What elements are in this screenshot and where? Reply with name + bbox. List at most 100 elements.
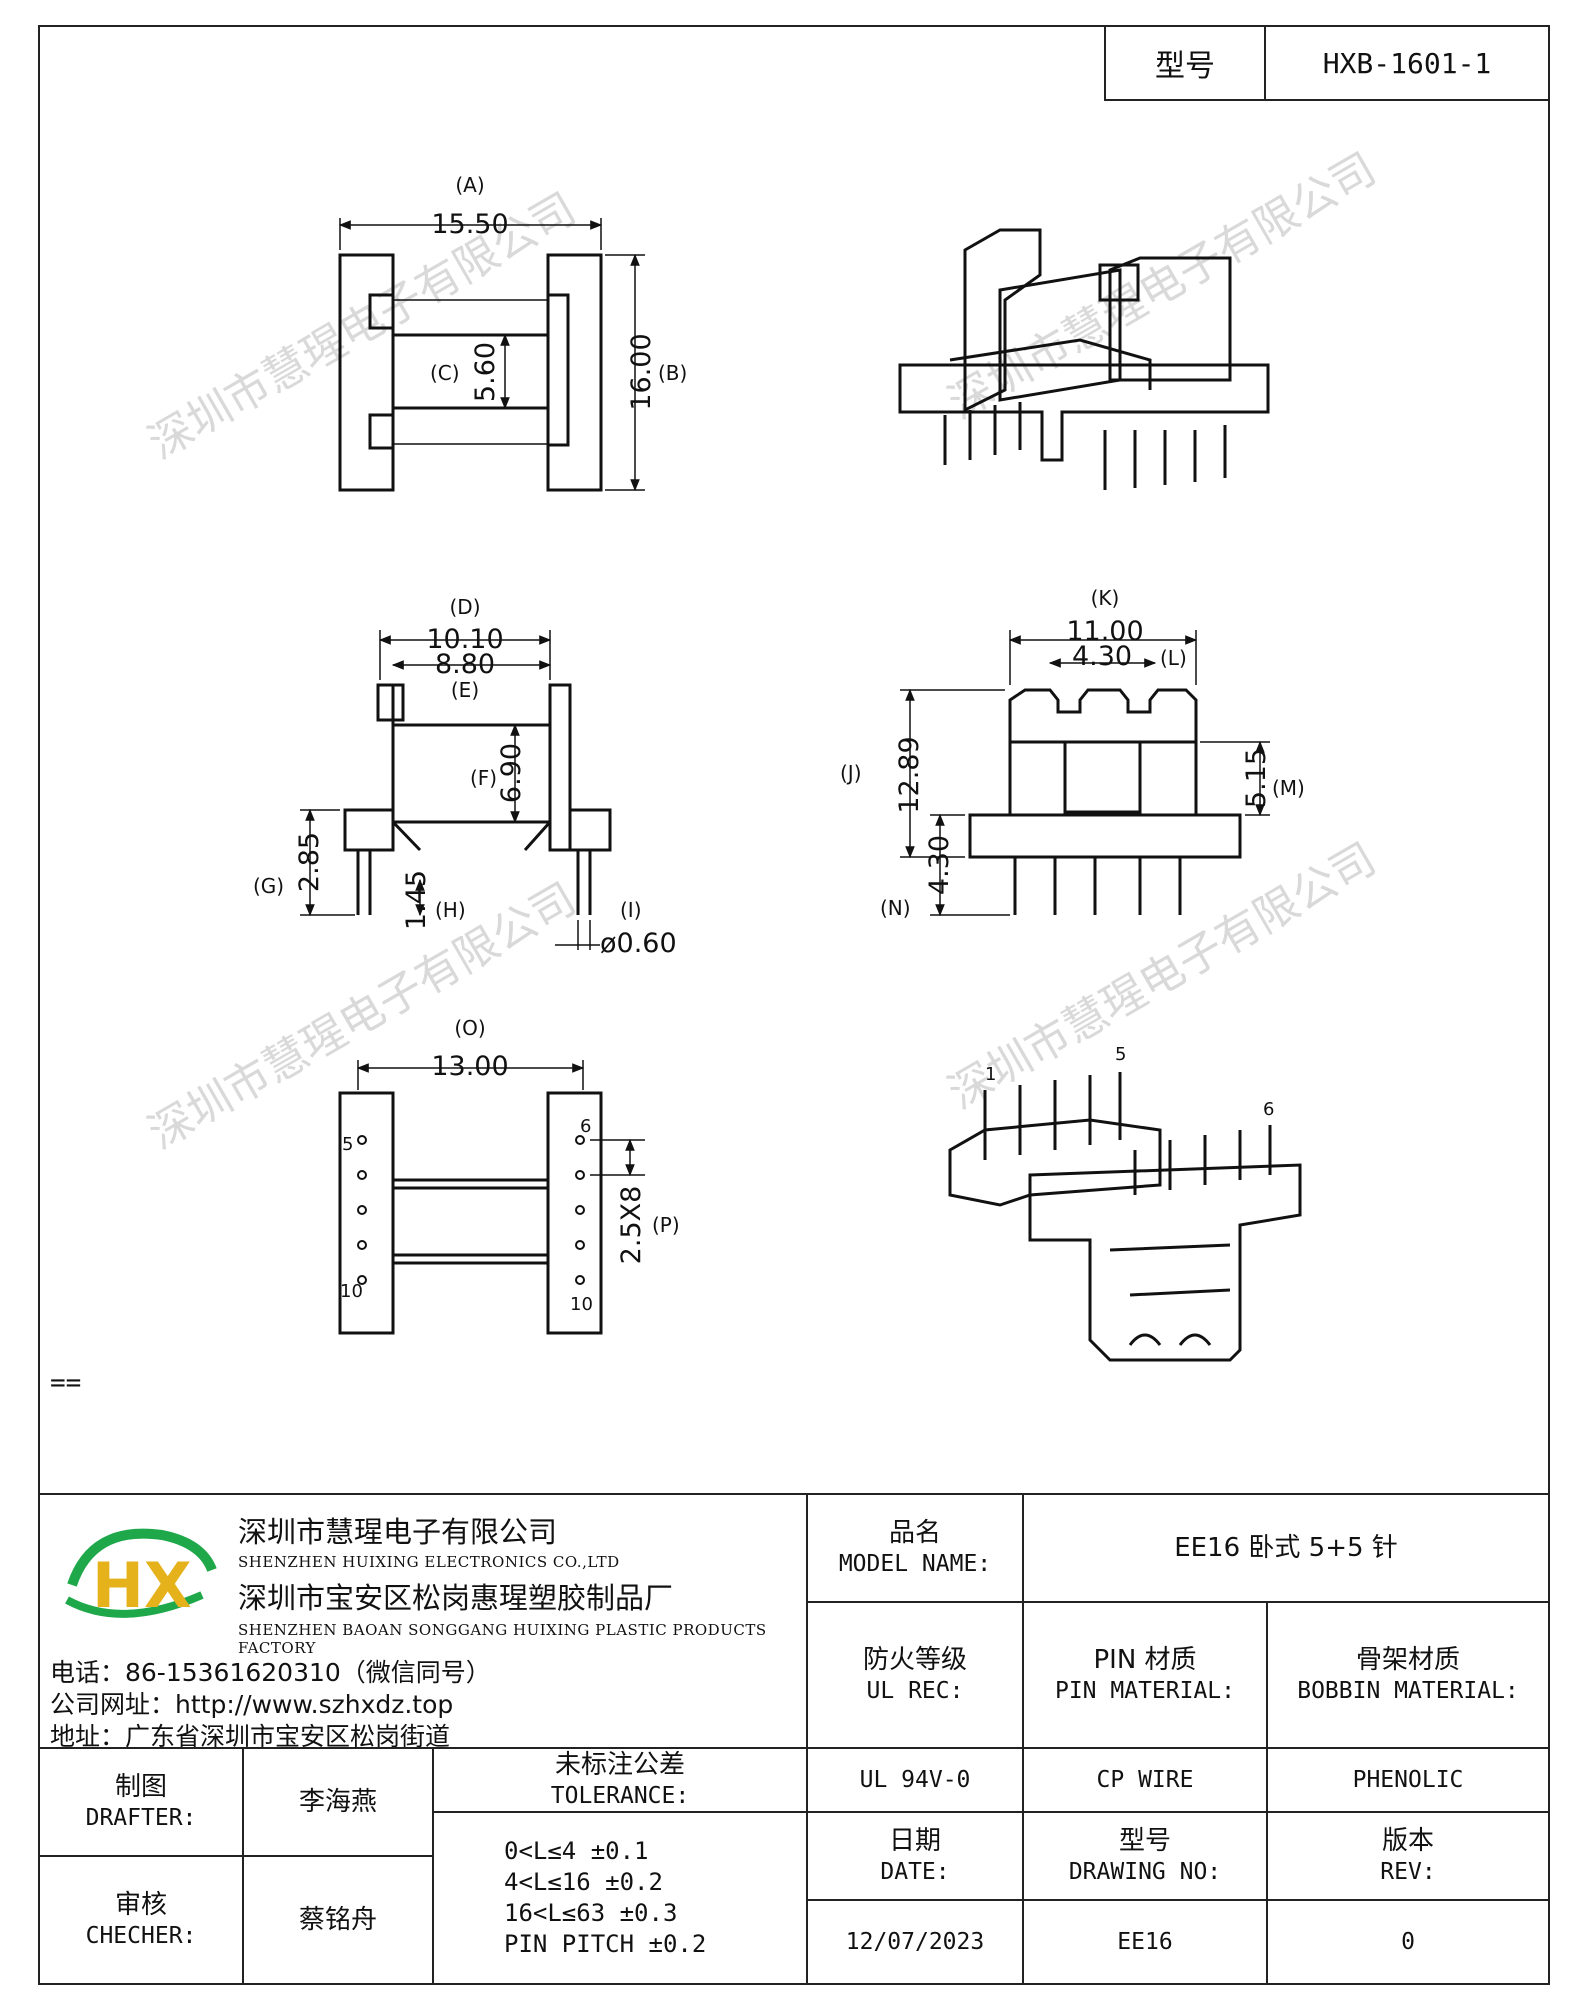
- checker-cn: 审核: [114, 1890, 167, 1921]
- model-name-label-cell: 品名 MODEL NAME:: [806, 1493, 1024, 1603]
- rev-en: REV:: [1380, 1858, 1436, 1885]
- dim-e-value: 8.80: [435, 649, 495, 680]
- dim-k-label: (K): [1091, 586, 1120, 610]
- iso-pin-label-6: 6: [1263, 1099, 1274, 1120]
- watermark: 深圳市慧瑆电子有限公司: [940, 143, 1385, 429]
- company-address: 地址：广东省深圳市宝安区松岗街道: [50, 1722, 451, 1751]
- drafter-label-cell: 制图 DRAFTER:: [38, 1747, 244, 1857]
- model-number-box: 型号 HXB-1601-1: [1104, 25, 1550, 101]
- dim-n-value: 4.30: [924, 835, 955, 895]
- date-value-cell: 12/07/2023: [806, 1899, 1024, 1985]
- ul-rec-en: UL REC:: [866, 1677, 964, 1704]
- bobbin-material-cn: 骨架材质: [1355, 1645, 1460, 1676]
- pin-material-value: CP WIRE: [1096, 1766, 1194, 1793]
- factory-name-cn: 深圳市宝安区松岗惠瑆塑胶制品厂: [238, 1581, 674, 1615]
- model-name-value: EE16 卧式 5+5 针: [1174, 1532, 1398, 1563]
- watermark: 深圳市慧瑆电子有限公司: [140, 183, 585, 469]
- tolerance-line: PIN PITCH ±0.2: [504, 1930, 707, 1959]
- dim-k-value: 11.00: [1066, 616, 1143, 647]
- company-website[interactable]: 公司网址：http://www.szhxdz.top: [50, 1690, 454, 1719]
- model-name-value-cell: EE16 卧式 5+5 针: [1022, 1493, 1550, 1603]
- iso-pin-labels: 1 5 6: [985, 1044, 1274, 1120]
- drawing-no-cn: 型号: [1118, 1826, 1171, 1857]
- iso-pin-label-5: 5: [1115, 1044, 1126, 1065]
- dim-o-label: (O): [454, 1016, 485, 1040]
- rev-value: 0: [1401, 1928, 1415, 1955]
- drafter-cn: 制图: [114, 1772, 167, 1803]
- dim-g-value: 2.85: [294, 832, 325, 892]
- dim-l-label: (L): [1160, 646, 1187, 670]
- iso-view-top: [898, 228, 1270, 490]
- front-view: [343, 683, 612, 915]
- dim-j-value: 12.89: [894, 736, 925, 813]
- dim-c-label: (C): [430, 361, 460, 385]
- dim-f-label: (F): [470, 766, 497, 790]
- model-label: 型号: [1106, 27, 1266, 99]
- dim-n-label: (N): [880, 896, 911, 920]
- iso-pin-label-1: 1: [985, 1064, 996, 1085]
- page-marker: ==: [50, 1368, 82, 1398]
- date-en: DATE:: [880, 1858, 950, 1885]
- tolerance-en: TOLERANCE:: [550, 1782, 690, 1809]
- bottom-view-dims: [356, 1060, 645, 1177]
- model-name-cn: 品名: [888, 1518, 941, 1549]
- tolerance-line: 0<L≤4 ±0.1: [504, 1836, 649, 1865]
- dim-d-value: 10.10: [426, 624, 503, 655]
- bottom-view-labels: (O) 13.00 2.5X8 (P) 5 6 10 10: [340, 1016, 680, 1315]
- checker-label-cell: 审核 CHECHER:: [38, 1855, 244, 1985]
- tolerance-line: 16<L≤63 ±0.3: [504, 1899, 678, 1927]
- iso-view-bottom: [948, 1072, 1302, 1362]
- watermark: 深圳市慧瑆电子有限公司: [140, 873, 585, 1159]
- dim-a-value: 15.50: [431, 209, 508, 240]
- dim-p-label: (P): [652, 1213, 680, 1237]
- side-view: [968, 688, 1242, 915]
- pin-label-6: 6: [580, 1116, 591, 1137]
- drawing-no-label-cell: 型号 DRAWING NO:: [1022, 1811, 1268, 1901]
- pin-material-cn: PIN 材质: [1093, 1645, 1197, 1676]
- logo-letters: HX: [92, 1549, 192, 1622]
- bobbin-material-en: BOBBIN MATERIAL:: [1297, 1677, 1519, 1704]
- pin-label-5: 5: [342, 1134, 353, 1155]
- drafter-en: DRAFTER:: [85, 1804, 197, 1831]
- dim-f-value: 6.90: [496, 743, 527, 803]
- logo-swoosh-lower: [65, 1591, 204, 1618]
- bottom-view: [338, 1091, 603, 1335]
- title-block: HX 深圳市慧瑆电子有限公司 SHENZHEN HUIXING ELECTRON…: [38, 1493, 1550, 1985]
- bobbin-material-label-cell: 骨架材质 BOBBIN MATERIAL:: [1266, 1601, 1550, 1749]
- side-view-labels: (K) 11.00 4.30 (L) 12.89 (J) 5.15 (M) 4.…: [840, 586, 1305, 920]
- drawing-no-en: DRAWING NO:: [1068, 1858, 1222, 1885]
- dim-g-label: (G): [253, 874, 284, 898]
- logo-swoosh: [67, 1528, 217, 1587]
- date-cn: 日期: [888, 1826, 941, 1857]
- company-name-en: SHENZHEN HUIXING ELECTRONICS CO.,LTD: [238, 1553, 620, 1571]
- pin-material-label-cell: PIN 材质 PIN MATERIAL:: [1022, 1601, 1268, 1749]
- dim-m-label: (M): [1272, 776, 1305, 800]
- pin-material-en: PIN MATERIAL:: [1054, 1677, 1235, 1704]
- dim-h-value: 1.45: [401, 870, 432, 930]
- date-value: 12/07/2023: [845, 1928, 985, 1955]
- company-info: HX 深圳市慧瑆电子有限公司 SHENZHEN HUIXING ELECTRON…: [38, 1493, 808, 1751]
- company-logo: HX: [65, 1528, 217, 1622]
- dim-b-label: (B): [658, 361, 687, 385]
- tolerance-cn: 未标注公差: [554, 1750, 685, 1781]
- side-view-dims: [900, 630, 1270, 917]
- model-value: HXB-1601-1: [1322, 46, 1492, 80]
- bobbin-material-value: PHENOLIC: [1352, 1766, 1464, 1793]
- dim-m-value: 5.15: [1241, 748, 1272, 808]
- top-view-labels: (A) 15.50 16.00 (B) 5.60 (C): [430, 173, 687, 411]
- top-view: [338, 253, 603, 492]
- drafter-value: 李海燕: [298, 1786, 377, 1817]
- dim-p-value: 2.5X8: [616, 1186, 647, 1265]
- dim-i-label: (I): [620, 898, 642, 922]
- checker-value-cell: 蔡铭舟: [242, 1855, 434, 1985]
- watermark-group: 深圳市慧瑆电子有限公司 深圳市慧瑆电子有限公司 深圳市慧瑆电子有限公司 深圳市慧…: [140, 143, 1385, 1159]
- pin-label-10-right: 10: [570, 1294, 593, 1315]
- date-label-cell: 日期 DATE:: [806, 1811, 1024, 1901]
- checker-en: CHECHER:: [85, 1922, 197, 1949]
- rev-label-cell: 版本 REV:: [1266, 1811, 1550, 1901]
- drawing-no-value: EE16: [1117, 1928, 1173, 1955]
- company-name-cn: 深圳市慧瑆电子有限公司: [238, 1515, 558, 1549]
- drafter-value-cell: 李海燕: [242, 1747, 434, 1857]
- dim-o-value: 13.00: [431, 1051, 508, 1082]
- dim-c-value: 5.60: [470, 342, 501, 402]
